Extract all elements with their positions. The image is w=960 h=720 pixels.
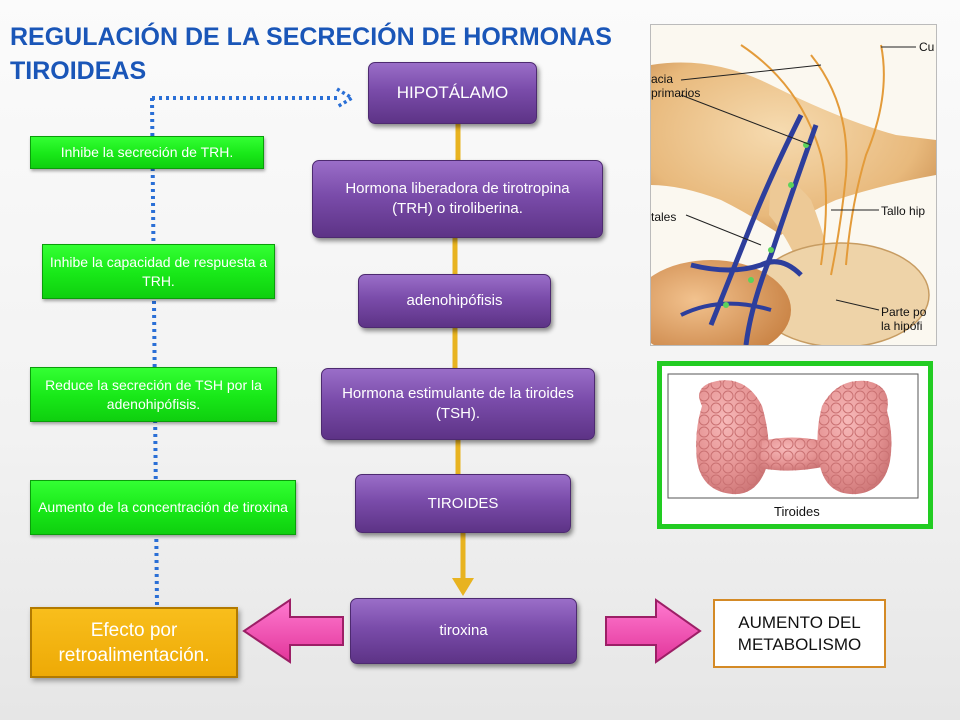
pink-arrow-left (242, 598, 344, 664)
thyroid-caption: Tiroides (774, 504, 820, 519)
flow-box-hypothalamus: HIPOTÁLAMO (368, 62, 537, 124)
metabolism-result-box: AUMENTO DEL METABOLISMO (713, 599, 886, 668)
feedback-step-inhibit-trh: Inhibe la secreción de TRH. (30, 136, 264, 169)
feedback-step-reduce-tsh: Reduce la secreción de TSH por la adenoh… (30, 367, 277, 422)
hypophysis-label-primarios: primarios (651, 86, 700, 100)
flow-box-trh: Hormona liberadora de tirotropina (TRH) … (312, 160, 603, 238)
flow-box-thyroid: TIROIDES (355, 474, 571, 533)
feedback-step-thyroxine-increase: Aumento de la concentración de tiroxina (30, 480, 296, 535)
flow-box-adenohypophysis: adenohipófisis (358, 274, 551, 328)
hypophysis-label-tallo: Tallo hip (881, 204, 925, 218)
feedback-step-inhibit-response: Inhibe la capacidad de respuesta a TRH. (42, 244, 275, 299)
thyroid-illustration: Tiroides (657, 361, 933, 529)
hypophysis-drawing: Cu acia primarios tales Tallo hip Parte … (651, 25, 936, 345)
hypophysis-label-cu: Cu (919, 40, 934, 54)
flow-box-thyroxine: tiroxina (350, 598, 577, 664)
feedback-dotted-arrowhead (336, 87, 356, 109)
hypophysis-illustration: Cu acia primarios tales Tallo hip Parte … (650, 24, 937, 346)
feedback-effect-box: Efecto por retroalimentación. (30, 607, 238, 678)
flow-box-tsh: Hormona estimulante de la tiroides (TSH)… (321, 368, 595, 440)
hypophysis-label-tales: tales (651, 210, 676, 224)
feedback-dotted-line-vertical (150, 97, 159, 608)
hypophysis-label-acia: acia (651, 72, 673, 86)
thyroid-drawing: Tiroides (667, 373, 919, 519)
connector-arrowhead (452, 578, 474, 596)
hypophysis-label-hipofisis: la hipófi (881, 319, 922, 333)
hypophysis-label-parte: Parte po (881, 305, 927, 319)
page-title: REGULACIÓN DE LA SECRECIÓN DE HORMONAS T… (10, 23, 612, 85)
pink-arrow-right (605, 598, 702, 664)
